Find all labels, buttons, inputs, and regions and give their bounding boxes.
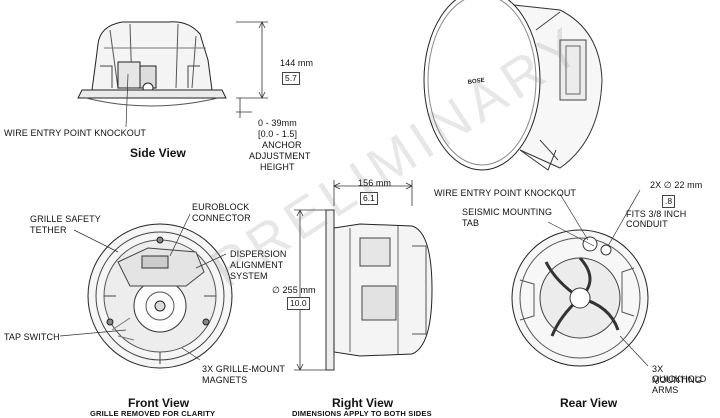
side-height-in: 5.7 [282, 72, 300, 85]
dispersion-line2: ALIGNMENT [230, 260, 284, 270]
quickhold-line1: 3X QUICKHOLD [652, 364, 707, 384]
conduit-label: FITS 3/8 INCH CONDUIT [626, 209, 687, 229]
side-view-title: Side View [130, 146, 186, 160]
side-height-mm: 144 mm [280, 58, 314, 68]
euroblock-line1: EUROBLOCK [192, 202, 250, 212]
conduit-mm: 2X ∅ 22 mm [650, 180, 703, 190]
side-view-drawing [77, 21, 268, 128]
rear-view-title: Rear View [560, 396, 618, 410]
grille-tether-line1: GRILLE SAFETY [30, 214, 101, 224]
side-wire-entry-label: WIRE ENTRY POINT KNOCKOUT [4, 128, 147, 138]
right-view-title: Right View [332, 396, 394, 410]
rear-wire-entry-label: WIRE ENTRY POINT KNOCKOUT [434, 188, 577, 198]
right-depth-mm: 156 mm [358, 178, 392, 188]
perspective-view-drawing [423, 0, 603, 171]
front-view-drawing [59, 213, 233, 369]
side-anchor-range-in: [0.0 - 1.5] [258, 129, 298, 139]
right-diameter-in: 10.0 [287, 297, 310, 310]
euroblock-line2: CONNECTOR [192, 213, 251, 223]
dispersion-line3: SYSTEM [230, 271, 268, 281]
tap-switch-label: TAP SWITCH [4, 332, 60, 342]
right-view-subtitle: DIMENSIONS APPLY TO BOTH SIDES [292, 409, 432, 418]
seismic-line2: TAB [462, 218, 480, 228]
magnets-line1: 3X GRILLE-MOUNT [202, 364, 286, 374]
magnets-line2: MAGNETS [202, 375, 248, 385]
anchor-label-line1: ANCHOR [262, 140, 302, 150]
seismic-line1: SEISMIC MOUNTING [462, 207, 553, 217]
right-depth-in: 6.1 [360, 192, 378, 205]
anchor-label-line2: ADJUSTMENT [249, 151, 311, 161]
front-view-subtitle: GRILLE REMOVED FOR CLARITY [90, 409, 216, 418]
right-view-drawing [294, 180, 433, 371]
grille-tether-line2: TETHER [30, 225, 67, 235]
rear-view-drawing [511, 189, 649, 367]
quickhold-line2: MOUNTING ARMS [652, 375, 702, 395]
right-diameter-mm: ∅ 255 mm [272, 285, 316, 295]
dispersion-line1: DISPERSION [230, 249, 287, 259]
brand-logo: BOSE [467, 78, 485, 86]
conduit-in: .8 [662, 195, 676, 208]
side-anchor-range-mm: 0 - 39mm [258, 118, 297, 128]
anchor-label-line3: HEIGHT [260, 162, 295, 172]
front-view-title: Front View [128, 396, 190, 410]
